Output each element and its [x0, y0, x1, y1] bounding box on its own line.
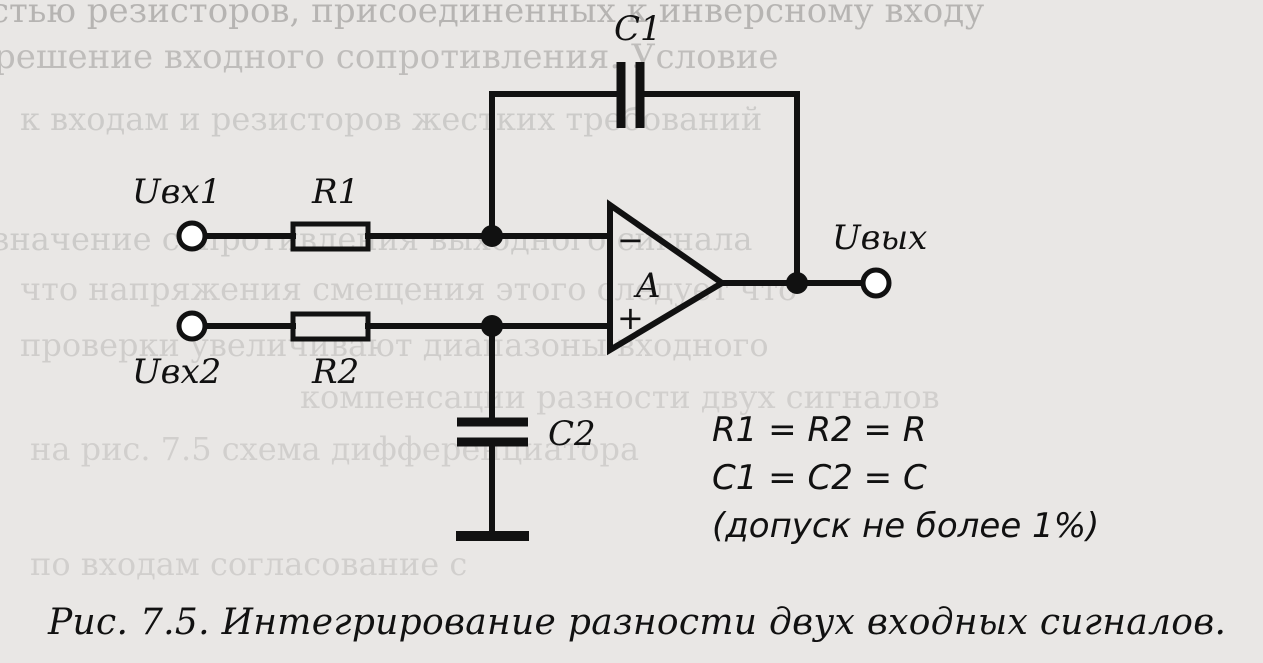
r2-label: R2 [311, 352, 359, 392]
r1-label: R1 [311, 172, 359, 212]
junction-node [481, 315, 503, 337]
background-line: компенсации разности двух сигналов [300, 378, 940, 416]
condition-resistors: R1 = R2 = R [712, 410, 927, 450]
background-line: на рис. 7.5 схема дифференциатора [30, 430, 639, 468]
input1-terminal [176, 220, 208, 252]
background-line: по входам согласование с [30, 545, 467, 583]
input1-label: Uвх1 [132, 172, 221, 212]
resistor-r1 [290, 221, 371, 252]
amplifier-label: A [633, 266, 661, 306]
c1-label: C1 [614, 9, 662, 49]
background-line: что напряжения смещения этого следует чт… [20, 270, 797, 308]
input2-terminal [176, 310, 208, 342]
condition-tolerance: (допуск не более 1%) [712, 506, 1100, 546]
op-amp-triangle [607, 199, 728, 356]
figure-caption: Рис. 7.5. Интегрирование разности двух в… [48, 602, 1227, 643]
resistor-r2 [290, 311, 371, 342]
output-label: Uвых [832, 218, 927, 258]
junction-node [786, 272, 808, 294]
c2-label: C2 [548, 414, 596, 454]
input2-label: Uвх2 [132, 352, 221, 392]
output-terminal [860, 267, 892, 299]
junction-node [481, 225, 503, 247]
background-line: стью резисторов, присоединенных к инверс… [0, 0, 984, 31]
plus-sign: + [617, 299, 644, 337]
minus-sign: − [617, 221, 644, 259]
condition-capacitors: C1 = C2 = C [712, 458, 927, 498]
background-line: решение входного сопротивления. Условие [0, 37, 779, 77]
feedback-wire-right [640, 91, 800, 286]
feedback-wire-left [489, 91, 620, 239]
